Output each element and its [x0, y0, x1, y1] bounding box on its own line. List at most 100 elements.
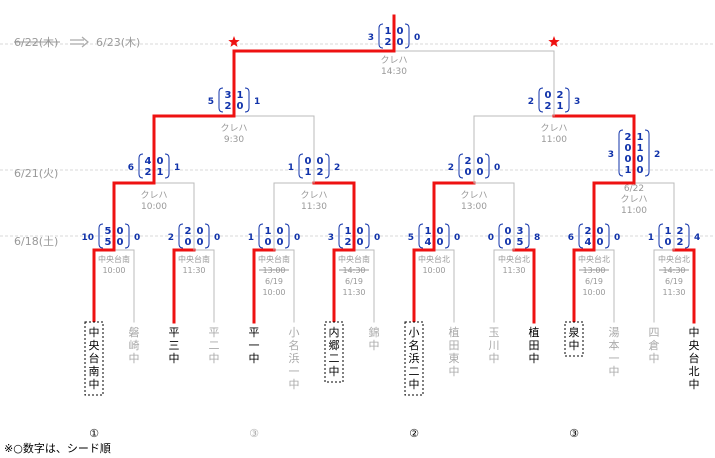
score-bracket [418, 223, 424, 249]
total-score: 2 [448, 163, 454, 173]
team-name-char: 一 [249, 339, 260, 352]
team-name-char: 平 [169, 326, 180, 339]
venue-label: 中央台北 [658, 254, 690, 264]
total-score: 10 [81, 233, 94, 243]
score-bracket [98, 223, 104, 249]
score-bracket [618, 129, 624, 177]
total-score: 1 [174, 163, 180, 173]
team-name-char: 中 [169, 352, 180, 365]
venue-label: 10:00 [262, 288, 285, 297]
venue-label: 14:30 [381, 67, 407, 77]
inning-score: 0 [237, 101, 244, 112]
inning-score: 4 [145, 156, 152, 167]
seed-mark: ③ [249, 427, 259, 440]
total-score: 1 [648, 233, 654, 243]
team-name-char: 台 [89, 351, 100, 365]
inning-score: 2 [677, 226, 684, 237]
venue-label: 中央台南 [258, 254, 290, 264]
total-score: 0 [488, 233, 494, 243]
inning-score: 0 [277, 226, 284, 237]
inning-score: 2 [385, 37, 392, 48]
team-name-char: 中 [329, 365, 340, 378]
venue-label: 中央台南 [338, 254, 370, 264]
score-bracket [644, 129, 650, 177]
total-score: 0 [374, 233, 380, 243]
score-bracket [124, 223, 130, 249]
team-name-char: 台 [689, 351, 700, 365]
score-bracket [258, 223, 264, 249]
inning-score: 0 [185, 237, 192, 248]
inning-score: 1 [345, 226, 352, 237]
team-name-char: 中 [689, 326, 700, 339]
inning-score: 4 [425, 237, 432, 248]
inning-score: 0 [545, 90, 552, 101]
inning-score: 2 [225, 101, 232, 112]
inning-score: 0 [265, 237, 272, 248]
total-score: 1 [248, 233, 254, 243]
inning-score: 1 [625, 165, 632, 176]
total-score: 5 [408, 233, 414, 243]
score-bracket [604, 223, 610, 249]
team-name-char: 二 [329, 352, 340, 365]
team-name-char: 中 [569, 339, 580, 352]
total-score: 5 [208, 97, 214, 107]
total-score: 2 [654, 150, 660, 160]
total-score: 0 [614, 233, 620, 243]
score-bracket [244, 87, 250, 113]
venue-label: 中央台南 [98, 254, 130, 264]
seed-mark: ② [409, 427, 419, 440]
inning-score: 0 [397, 26, 404, 37]
team-box [324, 321, 344, 383]
score-bracket [164, 153, 170, 179]
team-name-char: 磐 [129, 325, 140, 339]
inning-score: 2 [465, 156, 472, 167]
inning-score: 1 [557, 101, 564, 112]
team-name-char: 本 [609, 338, 620, 352]
venue-label: 11:30 [182, 266, 205, 275]
team-name-char: 玉 [489, 326, 500, 339]
inning-score: 0 [597, 237, 604, 248]
venue-label: 6/19 [265, 277, 283, 286]
venue-label: 11:30 [342, 288, 365, 297]
team-name-char: 中 [489, 352, 500, 365]
team-name-char: 泉 [569, 325, 580, 339]
inning-score: 0 [197, 237, 204, 248]
team-name-char: 中 [89, 378, 100, 391]
inning-score: 2 [557, 90, 564, 101]
total-score: 6 [128, 163, 134, 173]
total-score: 2 [168, 233, 174, 243]
team-name-char: 中 [609, 365, 620, 378]
date-label: 6/23(木) [96, 36, 140, 49]
venue-label: 6/19 [665, 277, 683, 286]
inning-score: 3 [225, 90, 232, 101]
footnote: ※○数字は、シード順 [4, 441, 111, 455]
inning-score: 2 [677, 237, 684, 248]
score-bracket [498, 223, 504, 249]
inning-score: 1 [157, 167, 164, 178]
score-bracket [364, 223, 370, 249]
score-bracket [218, 87, 224, 113]
inning-score: 0 [665, 237, 672, 248]
team-box [404, 321, 424, 396]
team-name-char: 浜 [289, 352, 300, 365]
total-score: 0 [214, 233, 220, 243]
venue-label: 6/19 [585, 277, 603, 286]
total-score: 3 [368, 33, 374, 43]
venue-label: 中央台北 [578, 254, 610, 264]
total-score: 0 [414, 33, 420, 43]
venue-label: クレハ [620, 194, 647, 205]
inning-score: 5 [517, 237, 524, 248]
inning-score: 2 [317, 167, 324, 178]
team-name-char: 小 [289, 326, 300, 339]
venue-label: 6/19 [345, 277, 363, 286]
venue-label: 10:00 [422, 266, 445, 275]
score-bracket [404, 23, 410, 49]
total-score: 0 [294, 233, 300, 243]
inning-score: 0 [505, 226, 512, 237]
total-score: 6 [568, 233, 574, 243]
date-label: 6/21(火) [14, 167, 58, 180]
team-name-char: 央 [89, 339, 100, 352]
inning-score: 1 [637, 143, 644, 154]
score-bracket [458, 153, 464, 179]
